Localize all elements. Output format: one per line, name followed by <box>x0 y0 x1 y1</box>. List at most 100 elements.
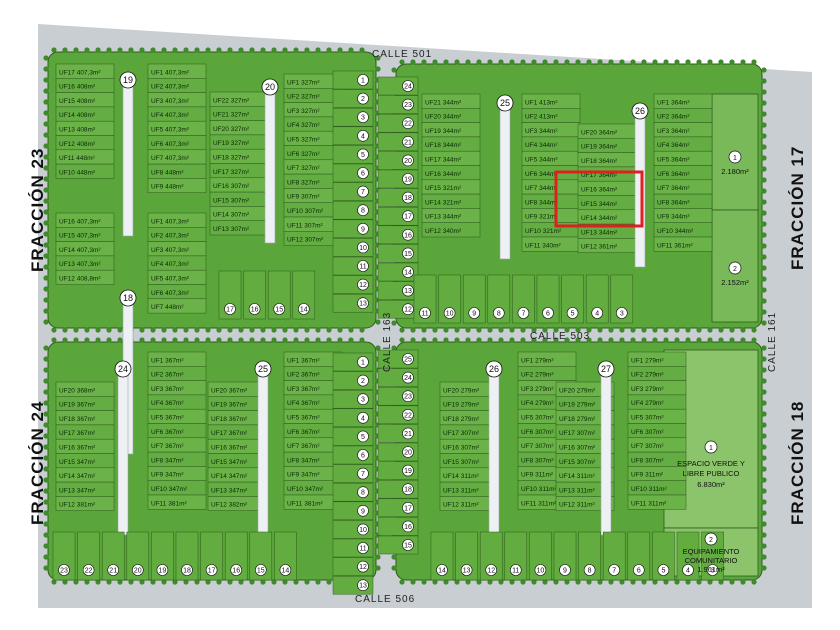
numbered-lot <box>529 531 552 581</box>
tree-dot <box>465 337 471 343</box>
tree-dot <box>410 327 416 333</box>
tree-dot <box>43 477 49 483</box>
lot-number: 16 <box>404 232 412 239</box>
tree-dot <box>43 165 49 171</box>
tree-dot <box>630 59 636 65</box>
lot-number: 12 <box>359 282 367 289</box>
unit-lot-label: UF19 367m² <box>59 402 96 409</box>
lot-number-circle <box>517 307 530 319</box>
tree-dot <box>740 337 746 343</box>
unit-lot-label: UF13 408m² <box>59 127 96 134</box>
unit-lot-label: UF9 347m² <box>151 472 184 479</box>
unit-lot-label: UF14 347m² <box>211 473 248 480</box>
tree-dot <box>95 47 101 53</box>
unit-lot-label: UF8 347m² <box>287 457 320 464</box>
numbered-lot <box>504 531 528 581</box>
pasaje-lane <box>264 92 276 244</box>
tree-dot <box>43 499 49 505</box>
lot-number-circle <box>402 427 414 440</box>
tree-dot <box>421 337 427 343</box>
tree-dot <box>51 47 57 53</box>
pasaje-number: 20 <box>265 82 275 92</box>
tree-dot <box>761 444 767 450</box>
tree-dot <box>43 176 49 182</box>
lot-number-circle <box>297 303 310 315</box>
tree-dot <box>707 59 713 65</box>
unit-lot-label: UF6 307m² <box>521 429 554 436</box>
lot-number: 21 <box>404 139 412 146</box>
tree-dot <box>696 327 702 333</box>
tree-dot <box>564 59 570 65</box>
tree-dot <box>498 327 504 333</box>
tree-dot <box>740 59 746 65</box>
tree-dot <box>43 444 49 450</box>
numbered-lot <box>218 270 242 320</box>
unit-lot-label: UF4 367m² <box>287 400 320 407</box>
tree-dot <box>761 155 767 161</box>
unit-lot-label: UF6 407,3m² <box>151 290 190 297</box>
tree-dot <box>443 337 449 343</box>
unit-lot-label: UF19 367m² <box>211 402 248 409</box>
tree-dot <box>761 532 767 538</box>
pasaje-number: 26 <box>635 106 645 116</box>
unit-lot-label: UF6 344m² <box>525 171 558 178</box>
unit-lot-label: UF16 307m² <box>443 445 480 452</box>
unit-lot-label: UF5 327m² <box>287 137 320 144</box>
tree-dot <box>391 67 397 73</box>
unit-lot-label: UF1 413m² <box>525 99 558 106</box>
unit-lot-label: UF15 408m² <box>59 98 96 105</box>
tree-dot <box>271 47 277 53</box>
tree-dot <box>375 554 381 560</box>
lot-number-circle <box>402 501 414 514</box>
tree-dot <box>194 337 200 343</box>
tree-dot <box>520 579 526 585</box>
tree-dot <box>43 275 49 281</box>
tree-dot <box>73 337 79 343</box>
lot-number: 14 <box>404 270 412 277</box>
tree-dot <box>43 77 49 83</box>
tree-dot <box>150 327 156 333</box>
lot-number: 13 <box>404 288 412 295</box>
unit-lot-label: UF10 307m² <box>287 208 324 215</box>
tree-dot <box>106 327 112 333</box>
lot-number-circle <box>224 303 236 315</box>
tree-dot <box>139 327 145 333</box>
tree-dot <box>729 327 735 333</box>
lot-number: 11 <box>512 568 519 575</box>
tree-dot <box>608 59 614 65</box>
lot-title: EQUIPAMIENTO <box>683 547 740 556</box>
tree-dot <box>315 47 321 53</box>
lot-number: 9 <box>563 568 567 575</box>
tree-dot <box>761 188 767 194</box>
unit-lot-label: UF11 340m² <box>525 242 561 249</box>
unit-lot-label: UF18 279m² <box>559 416 596 423</box>
tree-dot <box>43 209 49 215</box>
tree-dot <box>73 579 79 585</box>
tree-dot <box>761 254 767 260</box>
lot-number: 17 <box>404 505 412 512</box>
tree-dot <box>43 99 49 105</box>
tree-dot <box>238 47 244 53</box>
unit-lot-label: UF19 279m² <box>443 402 480 409</box>
tree-dot <box>43 253 49 259</box>
lot-number-circle <box>357 130 369 142</box>
unit-lot-label: UF11 361m² <box>657 242 693 249</box>
lot-number-circle <box>485 564 498 576</box>
tree-dot <box>337 337 343 343</box>
lot-number-circle <box>460 564 473 576</box>
tree-dot <box>410 337 416 343</box>
tree-dot <box>43 466 49 472</box>
lot-number-circle <box>402 98 414 111</box>
lot-number: 11 <box>359 546 366 553</box>
tree-dot <box>498 337 504 343</box>
numbered-lot <box>585 274 609 324</box>
tree-dot <box>761 144 767 150</box>
unit-lot-label: UF2 327m² <box>287 94 320 101</box>
tree-dot <box>205 579 211 585</box>
unit-lot-label: UF19 279m² <box>559 402 596 409</box>
tree-dot <box>410 579 416 585</box>
unit-lot-label: UF2 364m² <box>657 114 690 121</box>
tree-dot <box>454 327 460 333</box>
tree-dot <box>553 579 559 585</box>
unit-lot-label: UF16 367m² <box>59 445 96 452</box>
